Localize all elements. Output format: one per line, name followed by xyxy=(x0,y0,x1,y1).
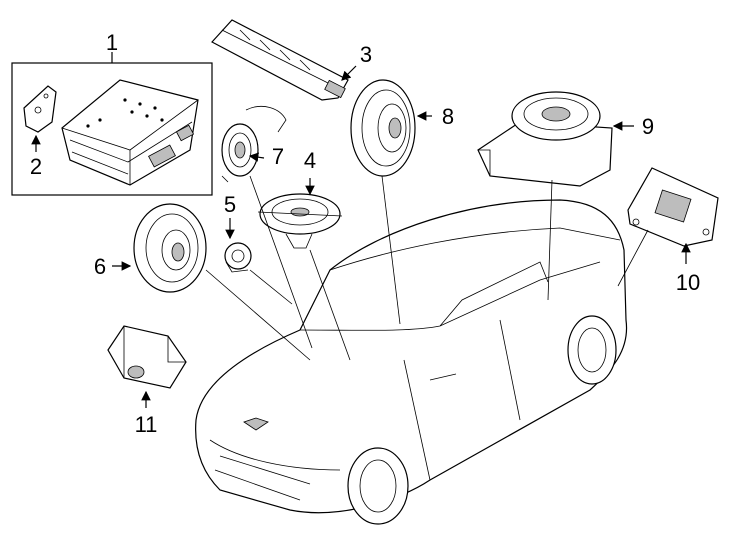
leader-7 xyxy=(248,152,265,162)
control-unit-long xyxy=(211,19,349,101)
callout-7: 7 xyxy=(272,144,284,169)
leader-7-vehicle xyxy=(249,175,313,349)
small-sensor xyxy=(224,242,252,273)
subwoofer-assembly xyxy=(477,91,613,187)
lower-sensor-bracket xyxy=(107,325,187,389)
amplifier-module xyxy=(61,79,199,186)
callout-9: 9 xyxy=(642,114,654,139)
callout-4: 4 xyxy=(304,148,316,173)
vehicle-outline xyxy=(195,199,628,525)
callout-11: 11 xyxy=(135,412,158,437)
callout-5: 5 xyxy=(224,192,236,217)
tweeter-speaker xyxy=(221,106,287,183)
leader-4-vehicle xyxy=(309,249,351,361)
leader-5-vehicle xyxy=(249,269,293,305)
mounting-bracket xyxy=(23,85,57,133)
leader-3 xyxy=(341,65,357,81)
center-speaker xyxy=(257,193,343,249)
callout-10: 10 xyxy=(676,270,700,295)
callout-2: 2 xyxy=(30,154,42,179)
callout-6: 6 xyxy=(94,254,106,279)
callout-8: 8 xyxy=(442,104,454,129)
leader-6-vehicle xyxy=(205,269,311,361)
leader-10-vehicle xyxy=(617,229,649,287)
door-speaker-front xyxy=(350,79,416,177)
callout-1: 1 xyxy=(106,30,118,55)
leader-8-vehicle xyxy=(381,175,401,325)
door-speaker-rear xyxy=(133,203,207,293)
callout-3: 3 xyxy=(360,42,372,67)
control-module-plate xyxy=(627,167,719,247)
leader-9-vehicle xyxy=(547,179,553,301)
